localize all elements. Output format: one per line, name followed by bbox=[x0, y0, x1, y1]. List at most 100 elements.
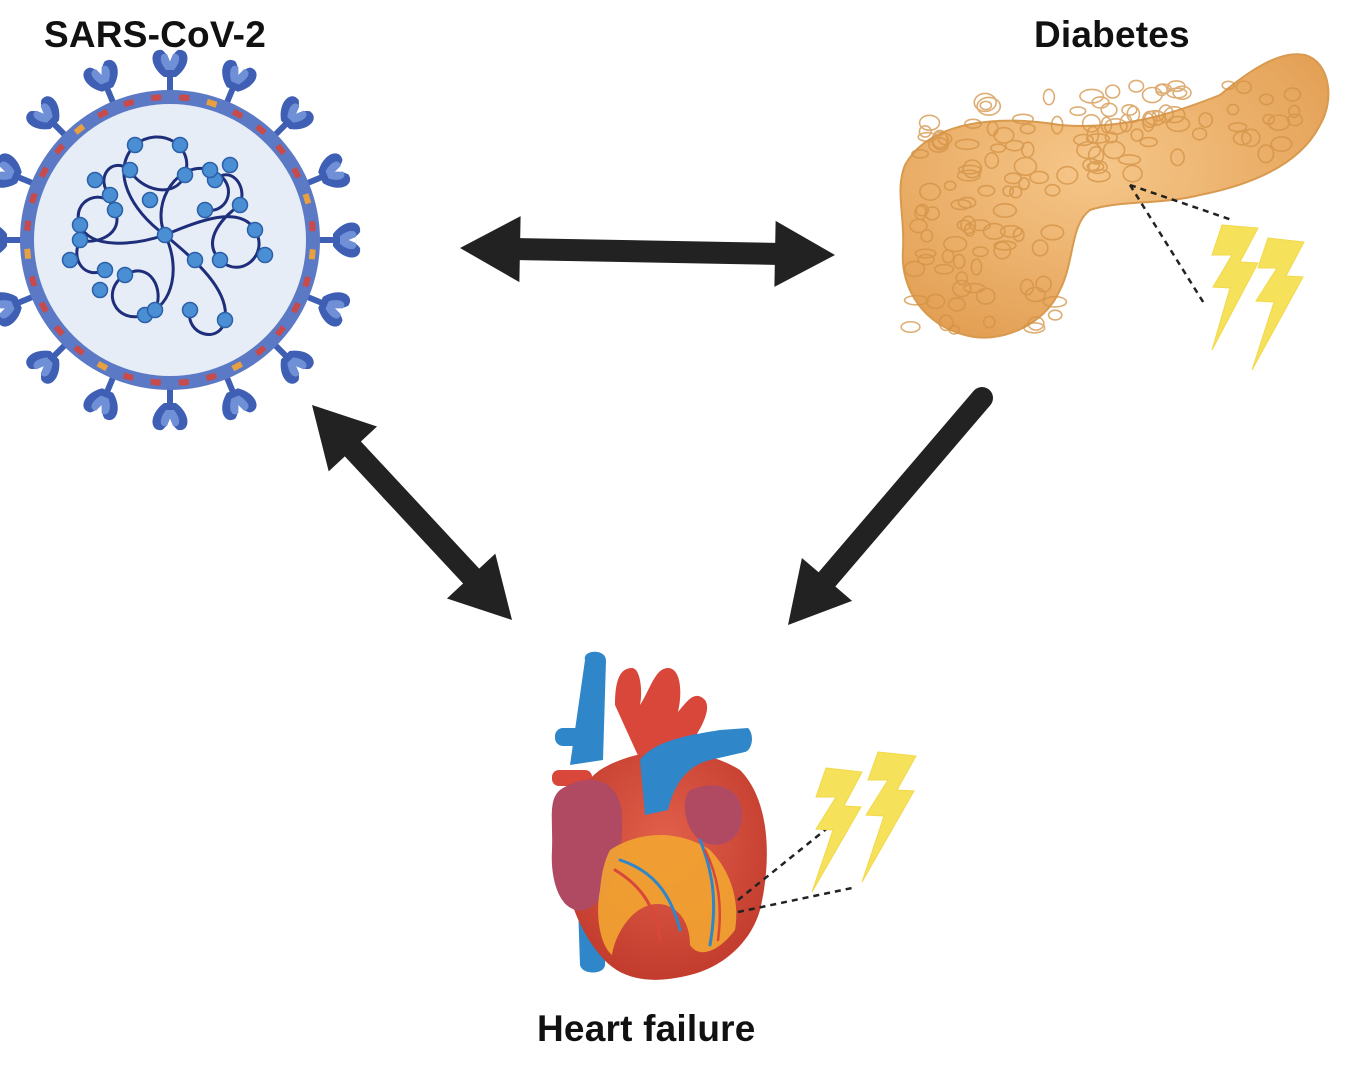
rna-bead bbox=[141, 191, 159, 209]
heart-icon bbox=[551, 651, 917, 980]
envelope-protein bbox=[206, 98, 218, 108]
rna-bead bbox=[216, 311, 234, 329]
pancreas-lobule bbox=[968, 219, 992, 232]
pancreas-lobule bbox=[1042, 295, 1068, 308]
rna-bead bbox=[86, 171, 104, 189]
heart-pulmonary-artery bbox=[640, 728, 752, 815]
rna-bead bbox=[246, 221, 264, 239]
virus-spike bbox=[222, 372, 257, 421]
rna-bead bbox=[61, 251, 79, 269]
envelope-protein bbox=[178, 378, 190, 386]
heart-coronary-vessels bbox=[613, 838, 722, 947]
heart-leader-lines bbox=[737, 817, 853, 914]
pancreas-lobule bbox=[915, 203, 930, 217]
virus-spike bbox=[302, 153, 351, 188]
pancreas-icon bbox=[899, 53, 1330, 371]
pancreas-leader-lines bbox=[1128, 183, 1233, 306]
rna-bead bbox=[186, 251, 204, 269]
virus-spike bbox=[315, 222, 361, 258]
pancreas-lobule bbox=[992, 203, 1018, 218]
pancreas-lobule bbox=[933, 263, 955, 275]
pancreas-lobule bbox=[903, 260, 926, 278]
pancreas-lobule bbox=[984, 152, 1000, 170]
virus-label: SARS-CoV-2 bbox=[44, 14, 266, 55]
envelope-protein bbox=[150, 94, 162, 102]
pancreas-lobule bbox=[1076, 140, 1102, 160]
pancreas-lobule bbox=[1050, 115, 1064, 135]
pancreas-lobule bbox=[1128, 79, 1145, 93]
pancreas-lobule bbox=[1157, 104, 1174, 124]
arrow-virus-diabetes bbox=[460, 216, 835, 287]
envelope-protein bbox=[179, 94, 190, 102]
pancreas-lobule bbox=[1226, 103, 1240, 116]
pancreas-lobule bbox=[1283, 87, 1302, 102]
virus-spikes bbox=[0, 49, 361, 431]
pancreas-lobule bbox=[986, 120, 999, 137]
virus-icon bbox=[0, 49, 361, 431]
pancreas-lobule bbox=[947, 296, 966, 312]
pancreas-lobule bbox=[979, 100, 993, 111]
pancreas-lobule bbox=[1008, 185, 1023, 199]
pancreas-lobule bbox=[1142, 112, 1155, 133]
pancreas-lobule bbox=[1018, 176, 1030, 191]
rna-bead bbox=[91, 281, 109, 299]
pancreas-texture bbox=[900, 79, 1304, 335]
pancreas-lobule bbox=[970, 258, 983, 276]
pancreas-lobule bbox=[1081, 114, 1102, 133]
pancreas-lobule bbox=[931, 129, 949, 149]
pancreas-lobule bbox=[1141, 86, 1163, 104]
pancreas-lobule bbox=[914, 204, 928, 221]
pancreas-lobule bbox=[1151, 110, 1165, 122]
virus-spike bbox=[152, 49, 188, 95]
envelope-protein bbox=[39, 166, 50, 179]
rna-bead bbox=[121, 161, 139, 179]
envelope-protein bbox=[255, 124, 267, 136]
pancreas-lobule bbox=[1100, 116, 1113, 134]
pancreas-lobule bbox=[960, 215, 977, 235]
heart-left-atrium bbox=[684, 785, 743, 845]
pancreas-lobule bbox=[1258, 93, 1274, 106]
virus-spike bbox=[152, 385, 188, 431]
envelope-protein bbox=[231, 109, 244, 120]
pancreas-lobule bbox=[948, 324, 961, 335]
heart-vessel-stub bbox=[555, 728, 595, 746]
pancreas-lobule bbox=[971, 246, 989, 258]
envelope-protein bbox=[96, 108, 109, 119]
rna-bead bbox=[156, 226, 174, 244]
pancreas-lobule bbox=[956, 219, 972, 231]
pancreas-lobule bbox=[976, 96, 1002, 116]
pancreas-lobule bbox=[1029, 170, 1050, 185]
heart-failure-label: Heart failure bbox=[537, 1008, 756, 1049]
pancreas-lobule bbox=[1031, 239, 1049, 257]
rna-bead bbox=[126, 136, 144, 154]
pancreas-lobule bbox=[990, 143, 1007, 154]
pancreas-lobule bbox=[1088, 160, 1108, 175]
pancreas-lobule bbox=[918, 114, 941, 132]
pancreas-lobule bbox=[1004, 139, 1025, 152]
envelope-protein bbox=[291, 166, 302, 179]
pancreas-lobule bbox=[914, 248, 937, 259]
virus-envelope-proteins bbox=[24, 94, 316, 386]
pancreas-lobule bbox=[1235, 80, 1252, 95]
envelope-protein bbox=[290, 301, 301, 314]
rna-bead bbox=[196, 201, 214, 219]
pancreas-lobule bbox=[964, 118, 982, 130]
envelope-protein bbox=[38, 301, 49, 314]
rna-bead bbox=[116, 266, 134, 284]
rna-bead bbox=[106, 201, 124, 219]
envelope-protein bbox=[150, 378, 161, 386]
pancreas-lobule bbox=[1024, 286, 1046, 303]
pancreas-lobule bbox=[1040, 224, 1065, 241]
pancreas-lobule bbox=[1087, 145, 1105, 165]
pancreas-lobule bbox=[1198, 112, 1214, 128]
rna-bead bbox=[176, 166, 194, 184]
rna-bead bbox=[101, 186, 119, 204]
pancreas-lobule bbox=[1241, 128, 1261, 148]
pancreas-lobule bbox=[1103, 118, 1128, 135]
heart-vena-cava bbox=[570, 651, 606, 765]
pancreas-lobule bbox=[1139, 136, 1158, 148]
pancreas-lobule bbox=[999, 224, 1023, 238]
pancreas-lobule bbox=[977, 184, 996, 197]
pancreas-lobule bbox=[1130, 128, 1144, 142]
pancreas-lobule bbox=[962, 159, 983, 179]
